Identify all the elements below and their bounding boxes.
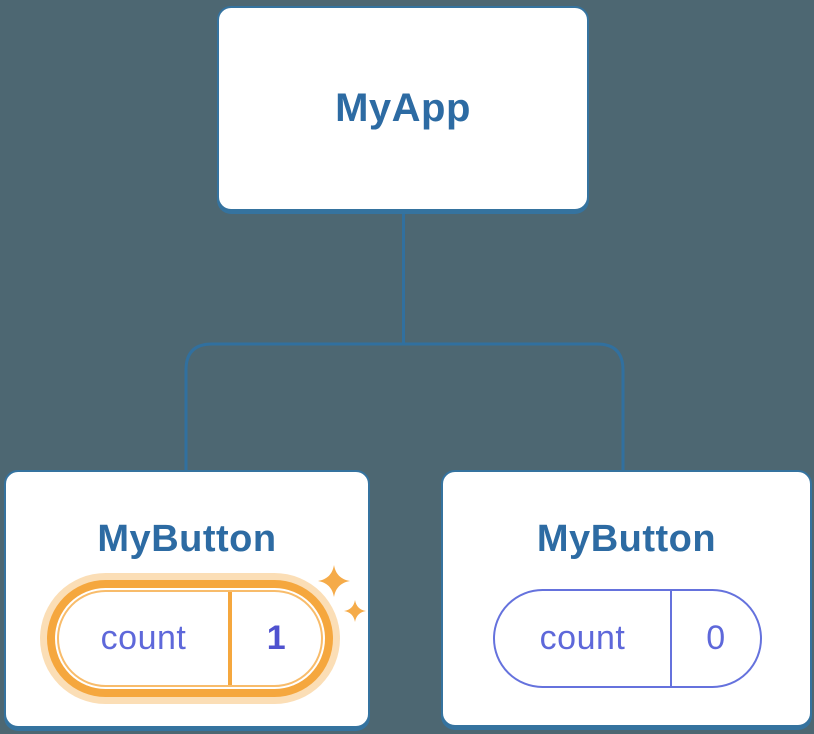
- child-node-card-right: MyButton count 0: [441, 470, 812, 727]
- child-node-label: MyButton: [536, 518, 717, 560]
- state-pill: count 0: [493, 589, 762, 688]
- state-value: 0: [706, 619, 726, 657]
- child-node-card-left: MyButton count 1: [4, 470, 370, 728]
- root-node-card: MyApp: [217, 6, 589, 211]
- state-name: count: [100, 619, 187, 657]
- state-value: 1: [266, 619, 287, 657]
- pill-divider: [228, 592, 232, 685]
- state-pill-highlighted: count 1: [57, 590, 323, 687]
- state-name: count: [539, 619, 626, 657]
- pill-divider: [670, 591, 672, 686]
- child-node-label: MyButton: [97, 518, 277, 560]
- root-node-label: MyApp: [335, 86, 471, 130]
